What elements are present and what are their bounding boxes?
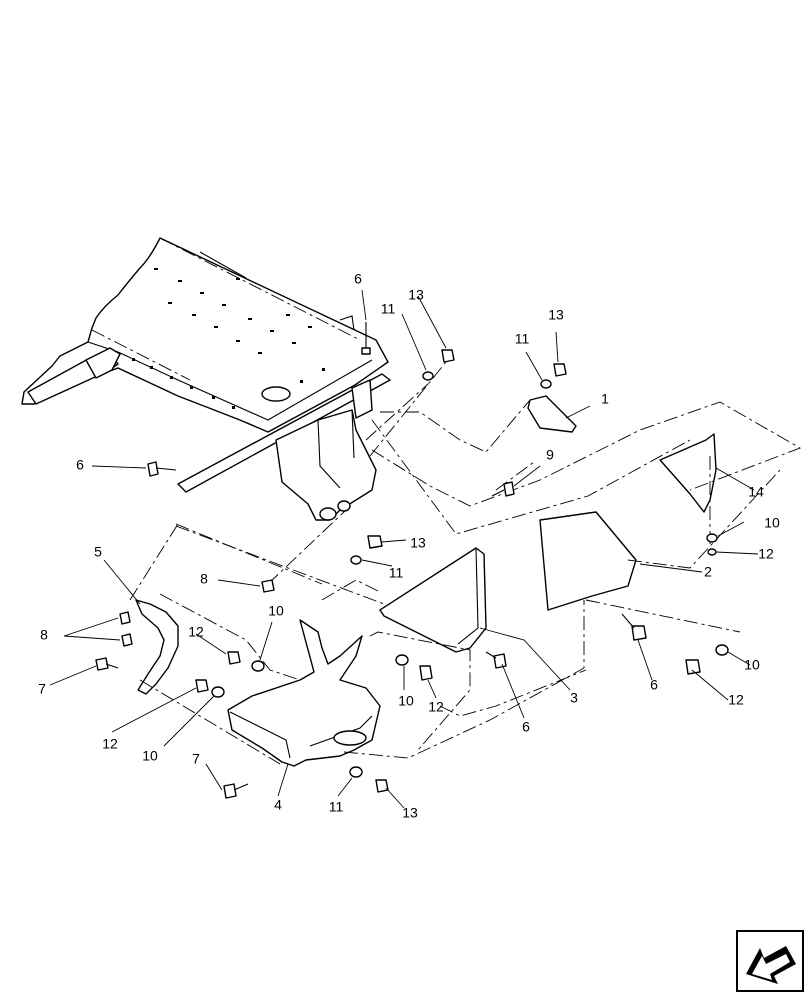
hardware (95, 349, 729, 799)
callout-label: 12 (102, 736, 118, 752)
callout-label: 8 (200, 571, 208, 587)
callout-label: 10 (398, 693, 414, 709)
callout-label: 11 (381, 301, 396, 317)
part-14-bracket (659, 433, 717, 513)
callout-label: 11 (329, 799, 344, 815)
callout-label: 9 (546, 447, 554, 463)
callout-label: 10 (142, 748, 158, 764)
callout-label: 13 (548, 307, 564, 323)
callout-labels: 1 2 3 4 5 6 6 6 6 7 7 8 8 9 10 10 10 10 … (38, 271, 780, 821)
callout-label: 8 (40, 627, 48, 643)
leader-lines (49, 289, 759, 809)
callout-label: 2 (704, 564, 712, 580)
arrow-down-left-icon (736, 930, 804, 992)
callout-label: 1 (601, 391, 609, 407)
callout-label: 10 (744, 657, 760, 673)
part-2-plate (539, 511, 637, 611)
part-5-strap (135, 599, 179, 695)
callout-label: 12 (188, 624, 204, 640)
callout-label: 7 (192, 751, 200, 767)
frame-assembly (21, 237, 391, 521)
callout-label: 5 (94, 544, 102, 560)
callout-label: 7 (38, 681, 46, 697)
callout-label: 10 (764, 515, 780, 531)
callout-label: 6 (76, 457, 84, 473)
callout-label: 4 (274, 797, 282, 813)
callout-label: 13 (402, 805, 418, 821)
callout-label: 12 (758, 546, 774, 562)
callout-label: 14 (748, 484, 764, 500)
callout-label: 3 (570, 690, 578, 706)
reference-lines (91, 237, 802, 765)
callout-label: 6 (522, 719, 530, 735)
callout-label: 12 (728, 692, 744, 708)
callout-label: 12 (428, 699, 444, 715)
callout-label: 11 (389, 565, 404, 581)
callout-label: 6 (650, 677, 658, 693)
callout-label: 6 (354, 271, 362, 287)
callout-label: 11 (515, 331, 530, 347)
callout-label: 13 (410, 535, 426, 551)
part-3-bracket (379, 547, 487, 653)
previous-page-button[interactable] (736, 930, 804, 992)
part-1-plate (527, 395, 577, 433)
callout-label: 10 (268, 603, 284, 619)
callout-label: 13 (408, 287, 424, 303)
part-4-shield (227, 619, 381, 767)
